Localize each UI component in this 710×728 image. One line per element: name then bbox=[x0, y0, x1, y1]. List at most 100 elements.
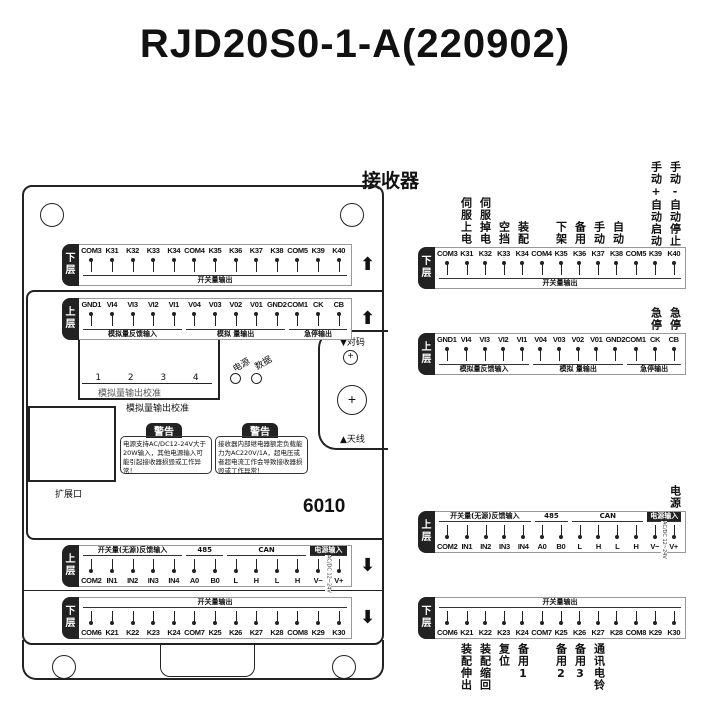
terminal-pin[interactable] bbox=[437, 345, 457, 364]
terminal-pin[interactable] bbox=[552, 259, 570, 278]
terminal-pin[interactable] bbox=[184, 310, 205, 329]
terminal-pin[interactable] bbox=[225, 556, 246, 575]
terminal-pin[interactable] bbox=[645, 522, 664, 541]
terminal-pin[interactable] bbox=[606, 345, 626, 364]
terminal-pin[interactable] bbox=[205, 556, 226, 575]
terminal-pin[interactable] bbox=[328, 608, 349, 627]
terminal-pin[interactable] bbox=[287, 556, 308, 575]
terminal-pin[interactable] bbox=[246, 556, 267, 575]
terminal-pin[interactable] bbox=[328, 256, 349, 275]
terminal-pin[interactable] bbox=[437, 259, 457, 278]
terminal-pin[interactable] bbox=[184, 256, 205, 275]
terminal-pin[interactable] bbox=[163, 256, 184, 275]
terminal-pin[interactable] bbox=[589, 522, 608, 541]
terminal-pin[interactable] bbox=[184, 556, 205, 575]
terminal-pin[interactable] bbox=[81, 256, 102, 275]
terminal-pin[interactable] bbox=[625, 345, 645, 364]
terminal-pin[interactable] bbox=[81, 608, 102, 627]
terminal-pin[interactable] bbox=[568, 345, 587, 364]
terminal-pin[interactable] bbox=[514, 522, 533, 541]
terminal-pin[interactable] bbox=[122, 608, 143, 627]
terminal-pin[interactable] bbox=[122, 310, 143, 329]
terminal-pin[interactable] bbox=[646, 608, 664, 627]
terminal-pin[interactable] bbox=[513, 345, 532, 364]
terminal-pin[interactable] bbox=[531, 345, 550, 364]
terminal-pin[interactable] bbox=[607, 259, 625, 278]
terminal-pin[interactable] bbox=[494, 345, 513, 364]
terminal-pin[interactable] bbox=[607, 608, 625, 627]
terminal-pin[interactable] bbox=[494, 259, 512, 278]
terminal-pin[interactable] bbox=[533, 522, 552, 541]
terminal-pin[interactable] bbox=[308, 556, 329, 575]
terminal-pin[interactable] bbox=[328, 310, 349, 329]
terminal-pin[interactable] bbox=[102, 310, 123, 329]
terminal-pin[interactable] bbox=[531, 259, 551, 278]
terminal-pin[interactable] bbox=[476, 522, 495, 541]
terminal-pin[interactable] bbox=[287, 310, 308, 329]
terminal-pin[interactable] bbox=[570, 522, 589, 541]
terminal-pin[interactable] bbox=[328, 556, 349, 575]
terminal-pin[interactable] bbox=[143, 310, 164, 329]
terminal-pin[interactable] bbox=[626, 608, 646, 627]
terminal-pin[interactable] bbox=[163, 310, 184, 329]
terminal-pin[interactable] bbox=[513, 259, 531, 278]
terminal-pin[interactable] bbox=[550, 345, 569, 364]
terminal-pin[interactable] bbox=[457, 608, 475, 627]
terminal-pin[interactable] bbox=[552, 608, 570, 627]
terminal-pin[interactable] bbox=[308, 608, 329, 627]
terminal-pin[interactable] bbox=[587, 345, 606, 364]
terminal-pin[interactable] bbox=[531, 608, 551, 627]
terminal-pin[interactable] bbox=[495, 522, 514, 541]
terminal-pin[interactable] bbox=[225, 256, 246, 275]
terminal-pin[interactable] bbox=[122, 556, 143, 575]
terminal-pin[interactable] bbox=[457, 345, 476, 364]
terminal-pin[interactable] bbox=[627, 522, 646, 541]
terminal-pin[interactable] bbox=[267, 556, 288, 575]
terminal-pin[interactable] bbox=[475, 345, 494, 364]
terminal-pin[interactable] bbox=[205, 608, 226, 627]
terminal-pin[interactable] bbox=[102, 556, 123, 575]
terminal-pin[interactable] bbox=[457, 259, 475, 278]
terminal-pin[interactable] bbox=[81, 556, 102, 575]
terminal-pin[interactable] bbox=[570, 608, 588, 627]
terminal-pin[interactable] bbox=[646, 259, 664, 278]
terminal-pin[interactable] bbox=[143, 556, 164, 575]
terminal-pin[interactable] bbox=[608, 522, 627, 541]
terminal-pin[interactable] bbox=[646, 345, 665, 364]
terminal-pin[interactable] bbox=[267, 608, 288, 627]
terminal-pin[interactable] bbox=[513, 608, 531, 627]
terminal-pin[interactable] bbox=[664, 522, 683, 541]
terminal-pin[interactable] bbox=[665, 608, 683, 627]
terminal-pin[interactable] bbox=[551, 522, 570, 541]
terminal-pin[interactable] bbox=[225, 608, 246, 627]
terminal-pin[interactable] bbox=[246, 608, 267, 627]
terminal-pin[interactable] bbox=[589, 259, 607, 278]
terminal-pin[interactable] bbox=[102, 608, 123, 627]
terminal-pin[interactable] bbox=[664, 345, 683, 364]
terminal-pin[interactable] bbox=[287, 608, 308, 627]
terminal-pin[interactable] bbox=[184, 608, 205, 627]
pair-button[interactable]: + bbox=[343, 350, 358, 365]
terminal-pin[interactable] bbox=[81, 310, 102, 329]
terminal-pin[interactable] bbox=[589, 608, 607, 627]
terminal-pin[interactable] bbox=[476, 259, 494, 278]
terminal-pin[interactable] bbox=[437, 522, 457, 541]
terminal-pin[interactable] bbox=[205, 256, 226, 275]
terminal-pin[interactable] bbox=[246, 256, 267, 275]
terminal-pin[interactable] bbox=[163, 608, 184, 627]
terminal-pin[interactable] bbox=[205, 310, 226, 329]
terminal-pin[interactable] bbox=[122, 256, 143, 275]
terminal-pin[interactable] bbox=[437, 608, 457, 627]
terminal-pin[interactable] bbox=[102, 256, 123, 275]
terminal-pin[interactable] bbox=[287, 256, 308, 275]
terminal-pin[interactable] bbox=[494, 608, 512, 627]
terminal-pin[interactable] bbox=[267, 256, 288, 275]
terminal-pin[interactable] bbox=[476, 608, 494, 627]
terminal-pin[interactable] bbox=[457, 522, 476, 541]
expansion-port[interactable] bbox=[28, 406, 116, 482]
terminal-pin[interactable] bbox=[665, 259, 683, 278]
terminal-pin[interactable] bbox=[570, 259, 588, 278]
terminal-pin[interactable] bbox=[308, 256, 329, 275]
terminal-pin[interactable] bbox=[143, 608, 164, 627]
terminal-pin[interactable] bbox=[246, 310, 267, 329]
